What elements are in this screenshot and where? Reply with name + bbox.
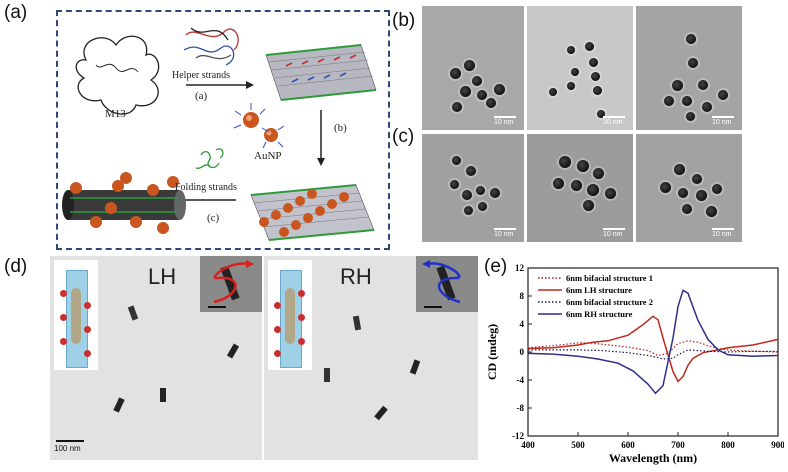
origami-sheet-icon (265, 44, 377, 101)
helper-strands-icon (183, 27, 239, 66)
rh-model-icon (268, 260, 312, 370)
scale-bar: 10 nm (603, 228, 625, 238)
aunp-label: AuNP (254, 150, 282, 162)
legend-label: 6nm LH structure (566, 285, 632, 295)
series-line-4 (527, 289, 779, 395)
y-axis-label: CD (mdeg) (485, 324, 499, 380)
lh-helix-icon (213, 260, 254, 304)
helper-strands-label: Helper strands (172, 70, 231, 81)
x-tick-label: 500 (571, 440, 585, 450)
lh-label: LH (148, 264, 177, 289)
scale-bar: 10 nm (603, 116, 625, 126)
panel-label-c: (c) (392, 126, 415, 147)
y-tick-label: 0 (520, 347, 525, 357)
series-line-1 (527, 340, 779, 357)
tem-image-c1: 10 nm (422, 134, 524, 242)
panel-label-a: (a) (4, 2, 28, 23)
x-tick-label: 700 (671, 440, 685, 450)
rh-helix-icon (422, 260, 461, 304)
tem-image-c3: 10 nm (636, 134, 742, 242)
aunp-icon (233, 103, 285, 149)
schematic-diagram (62, 27, 377, 241)
origami-tube-icon (62, 172, 186, 234)
legend-label: 6nm bifacial structure 2 (566, 297, 653, 307)
tem-image-b1: 10 nm (422, 6, 524, 130)
folding-strands-label: Folding strands (175, 182, 237, 193)
schematic-box (56, 10, 390, 250)
legend-label: 6nm bifacial structure 1 (566, 273, 653, 283)
panel-label-d: (d) (4, 256, 28, 277)
y-tick-label: 8 (520, 291, 525, 301)
step-a-label: (a) (195, 90, 208, 102)
tem-image-lh: LH 100 nm (50, 256, 262, 460)
x-tick-label: 600 (621, 440, 635, 450)
panel-label-e: (e) (484, 256, 508, 277)
lh-inset (200, 256, 262, 312)
step-c-label: (c) (207, 212, 220, 224)
rh-inset (416, 256, 478, 312)
m13-scaffold-icon (75, 35, 160, 115)
tem-image-b2: 10 nm (527, 6, 633, 130)
cd-spectrum-chart: 400 500 600 700 800 900 -12 -8 -4 0 4 8 12Wavelength… (485, 263, 784, 465)
y-tick-label: 12 (515, 263, 525, 273)
scale-bar: 10 nm (494, 116, 516, 126)
y-tick-label: -12 (512, 431, 524, 441)
step-b-label: (b) (334, 122, 347, 134)
scale-bar: 10 nm (712, 116, 734, 126)
tem-image-c2: 10 nm (527, 134, 633, 242)
x-tick-label: 900 (771, 440, 784, 450)
legend-label: 6nm RH structure (566, 309, 633, 319)
x-tick-label: 400 (521, 440, 535, 450)
origami-sheet-aunp-icon (250, 184, 375, 241)
x-axis-label: Wavelength (nm) (609, 451, 697, 465)
lh-model-icon (54, 260, 98, 370)
series-line-2 (527, 315, 779, 383)
panel-label-b: (b) (392, 10, 416, 31)
x-tick-label: 800 (721, 440, 735, 450)
folding-strands-icon (195, 148, 224, 169)
rh-label: RH (340, 264, 372, 289)
scale-bar-label: 100 nm (54, 444, 81, 453)
m13-label: M13 (105, 108, 126, 120)
tem-image-b3: 10 nm (636, 6, 742, 130)
scale-bar: 10 nm (494, 228, 516, 238)
y-tick-label: 4 (520, 319, 525, 329)
scale-bar: 10 nm (712, 228, 734, 238)
y-tick-label: -8 (517, 403, 525, 413)
y-tick-label: -4 (517, 375, 525, 385)
tem-image-rh: RH (264, 256, 478, 460)
